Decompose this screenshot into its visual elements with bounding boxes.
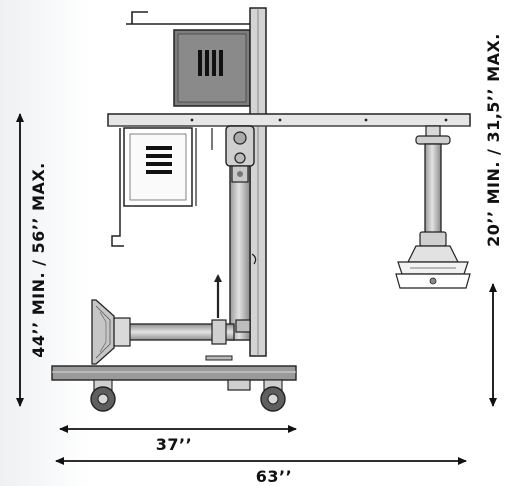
right-height-label: 20’’ MIN. / 31,5’’ MAX. (484, 33, 503, 247)
lower-panel (111, 127, 213, 247)
right-support (395, 125, 471, 289)
left-wheel (90, 379, 116, 412)
lower-arm (91, 274, 235, 365)
lower-panel-vent-icon (146, 146, 172, 174)
base-width-label: 37’’ (156, 435, 192, 454)
right-wheel (260, 379, 286, 412)
main-column (249, 7, 267, 357)
left-height-label: 44’’ MIN. / 56’’ MAX. (29, 162, 48, 358)
upper-panel (126, 11, 256, 107)
lift-column (225, 125, 257, 341)
tabletop (107, 113, 471, 127)
overall-width-label: 63’’ (256, 467, 292, 486)
upper-panel-vent-icon (198, 50, 223, 76)
base-frame (51, 365, 297, 391)
